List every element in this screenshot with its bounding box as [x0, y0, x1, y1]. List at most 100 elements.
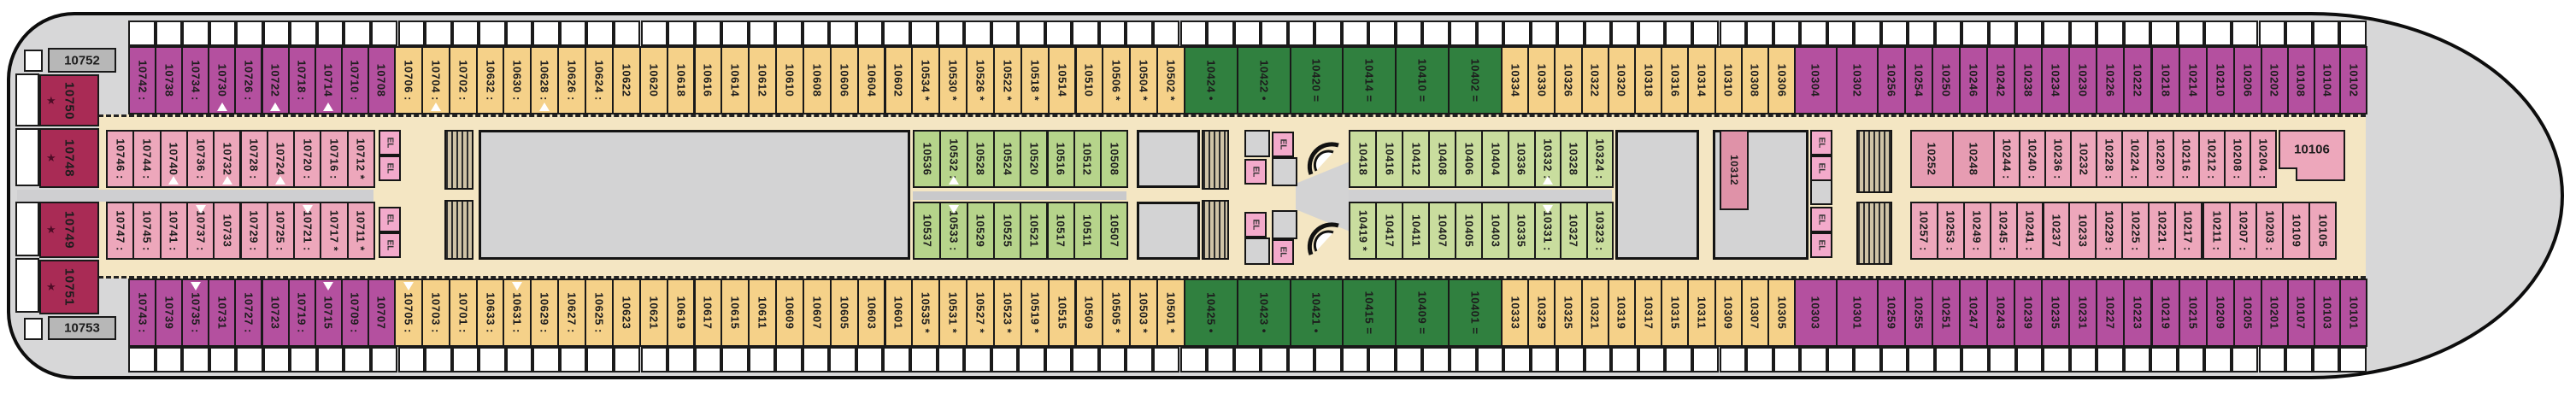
- cabin-10510[interactable]: 10510: [1074, 46, 1104, 114]
- cabin-10335[interactable]: 10335: [1508, 202, 1536, 260]
- cabin-10503[interactable]: 10503 *: [1129, 279, 1159, 347]
- cabin-10224[interactable]: 10224 :: [2121, 130, 2149, 188]
- cabin-10206[interactable]: 10206: [2232, 46, 2262, 114]
- cabin-10711[interactable]: 10711 *: [346, 202, 375, 260]
- cabin-10631[interactable]: 10631 :: [503, 279, 532, 347]
- cabin-10727[interactable]: 10727 :: [234, 279, 263, 347]
- cabin-10254[interactable]: 10254: [1904, 46, 1934, 114]
- cabin-10725[interactable]: 10725 :: [266, 202, 296, 260]
- cabin-10520[interactable]: 10520: [1020, 130, 1049, 188]
- cabin-10329[interactable]: 10329: [1527, 279, 1556, 347]
- cabin-10303[interactable]: 10303: [1794, 279, 1838, 347]
- cabin-10204[interactable]: 10204 :: [2250, 130, 2277, 188]
- cabin-10627[interactable]: 10627 :: [557, 279, 587, 347]
- cabin-10729[interactable]: 10729 :: [239, 202, 268, 260]
- cabin-10633[interactable]: 10633 :: [475, 279, 505, 347]
- cabin-10318[interactable]: 10318: [1634, 46, 1663, 114]
- cabin-10305[interactable]: 10305: [1767, 279, 1797, 347]
- cabin-10419[interactable]: 10419 *: [1349, 202, 1377, 260]
- cabin-10244[interactable]: 10244 :: [1993, 130, 2020, 188]
- cabin-10524[interactable]: 10524: [992, 130, 1022, 188]
- cabin-10622[interactable]: 10622: [611, 46, 641, 114]
- cabin-10105[interactable]: 10105: [2308, 202, 2337, 260]
- cabin-10621[interactable]: 10621: [638, 279, 668, 347]
- cabin-10208[interactable]: 10208 :: [2224, 130, 2251, 188]
- cabin-10519[interactable]: 10519 *: [1020, 279, 1050, 347]
- cabin-10744[interactable]: 10744 :: [132, 130, 162, 188]
- cabin-10310[interactable]: 10310: [1714, 46, 1743, 114]
- cabin-10737[interactable]: 10737 :: [185, 202, 215, 260]
- cabin-10707[interactable]: 10707: [367, 279, 396, 347]
- cabin-10514[interactable]: 10514: [1047, 46, 1077, 114]
- cabin-10312[interactable]: 10312: [1720, 130, 1749, 210]
- cabin-10743[interactable]: 10743 :: [128, 279, 157, 347]
- cabin-10222[interactable]: 10222: [2123, 46, 2153, 114]
- cabin-10240[interactable]: 10240 :: [2019, 130, 2046, 188]
- cabin-10325[interactable]: 10325: [1554, 279, 1583, 347]
- cabin-10217[interactable]: 10217 :: [2174, 202, 2203, 260]
- cabin-10316[interactable]: 10316: [1661, 46, 1690, 114]
- cabin-10223[interactable]: 10223: [2123, 279, 2153, 347]
- cabin-10616[interactable]: 10616: [693, 46, 723, 114]
- cabin-10632[interactable]: 10632 :: [475, 46, 505, 114]
- cabin-10534[interactable]: 10534 *: [911, 46, 941, 114]
- cabin-10708[interactable]: 10708: [367, 46, 396, 114]
- cabin-10230[interactable]: 10230: [2068, 46, 2098, 114]
- cabin-10715[interactable]: 10715: [314, 279, 343, 347]
- cabin-10617[interactable]: 10617: [693, 279, 723, 347]
- cabin-10221[interactable]: 10221 :: [2148, 202, 2176, 260]
- cabin-10228[interactable]: 10228 :: [2096, 130, 2123, 188]
- cabin-10311[interactable]: 10311: [1687, 279, 1716, 347]
- cabin-10214[interactable]: 10214: [2178, 46, 2208, 114]
- cabin-10702[interactable]: 10702 :: [448, 46, 478, 114]
- cabin-10238[interactable]: 10238: [2014, 46, 2044, 114]
- cabin-10603[interactable]: 10603: [856, 279, 886, 347]
- cabin-10745[interactable]: 10745 :: [132, 202, 162, 260]
- cabin-10323[interactable]: 10323 :: [1585, 202, 1614, 260]
- cabin-10525[interactable]: 10525: [992, 202, 1022, 260]
- cabin-10415[interactable]: 10415 =: [1342, 279, 1397, 347]
- cabin-10532[interactable]: 10532 :: [939, 130, 968, 188]
- cabin-10506[interactable]: 10506 *: [1102, 46, 1132, 114]
- cabin-10722[interactable]: 10722: [261, 46, 290, 114]
- cabin-10738[interactable]: 10738: [155, 46, 184, 114]
- cabin-10256[interactable]: 10256: [1877, 46, 1907, 114]
- cabin-10207[interactable]: 10207 :: [2229, 202, 2257, 260]
- cabin-10410[interactable]: 10410 =: [1395, 46, 1450, 114]
- cabin-10626[interactable]: 10626 :: [557, 46, 587, 114]
- cabin-10423[interactable]: 10423 •: [1236, 279, 1291, 347]
- cabin-10623[interactable]: 10623: [611, 279, 641, 347]
- cabin-10751[interactable]: ★10751: [39, 260, 99, 314]
- cabin-10529[interactable]: 10529: [966, 202, 995, 260]
- cabin-10742[interactable]: 10742 :: [128, 46, 157, 114]
- cabin-10507[interactable]: 10507: [1100, 202, 1129, 260]
- cabin-10704[interactable]: 10704 :: [421, 46, 450, 114]
- cabin-10317[interactable]: 10317: [1634, 279, 1663, 347]
- cabin-10752[interactable]: 10752: [48, 48, 116, 73]
- cabin-10212[interactable]: 10212 :: [2198, 130, 2226, 188]
- cabin-10730[interactable]: 10730: [208, 46, 237, 114]
- cabin-10536[interactable]: 10536: [913, 130, 942, 188]
- cabin-10405[interactable]: 10405: [1455, 202, 1483, 260]
- cabin-10749[interactable]: ★10749: [39, 202, 99, 258]
- cabin-10420[interactable]: 10420 =: [1289, 46, 1344, 114]
- cabin-10331[interactable]: 10331 :: [1533, 202, 1561, 260]
- cabin-10606[interactable]: 10606: [829, 46, 859, 114]
- cabin-10401[interactable]: 10401 =: [1448, 279, 1503, 347]
- cabin-10252[interactable]: 10252: [1910, 130, 1954, 188]
- cabin-10421[interactable]: 10421 •: [1289, 279, 1344, 347]
- cabin-10321[interactable]: 10321: [1580, 279, 1609, 347]
- cabin-10728[interactable]: 10728 :: [239, 130, 268, 188]
- cabin-10255[interactable]: 10255: [1904, 279, 1934, 347]
- cabin-10628[interactable]: 10628 :: [530, 46, 560, 114]
- cabin-10504[interactable]: 10504 *: [1129, 46, 1159, 114]
- cabin-10107[interactable]: 10107: [2286, 279, 2315, 347]
- cabin-10424[interactable]: 10424 •: [1184, 46, 1238, 114]
- cabin-10615[interactable]: 10615: [720, 279, 750, 347]
- cabin-10509[interactable]: 10509: [1074, 279, 1104, 347]
- cabin-10101[interactable]: 10101: [2339, 279, 2368, 347]
- cabin-10246[interactable]: 10246: [1959, 46, 1989, 114]
- cabin-10314[interactable]: 10314: [1687, 46, 1716, 114]
- cabin-10723[interactable]: 10723: [261, 279, 290, 347]
- cabin-10533[interactable]: 10533 :: [939, 202, 968, 260]
